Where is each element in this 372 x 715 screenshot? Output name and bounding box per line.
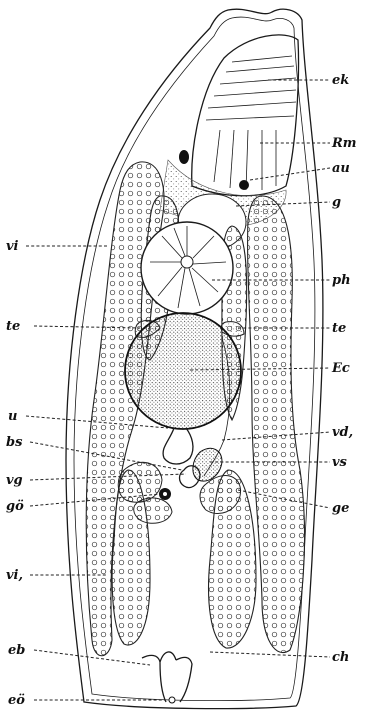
- label-vd: vd,: [332, 425, 353, 440]
- label-bs: bs: [6, 435, 23, 450]
- seminal-vesicle: [193, 448, 222, 481]
- label-go: gö: [6, 499, 24, 514]
- label-Rm: Rm: [331, 136, 357, 151]
- pharynx: [141, 222, 233, 314]
- excretory-pore: [169, 697, 175, 703]
- eye-spot-left: [179, 150, 189, 164]
- label-vi-lower: vi,: [6, 568, 23, 583]
- label-eo: eö: [8, 693, 25, 708]
- label-te-left: te: [6, 319, 20, 334]
- label-vs: vs: [332, 455, 348, 470]
- label-ch: ch: [332, 650, 349, 665]
- label-vg: vg: [6, 473, 23, 488]
- rhabdite-organ: [192, 35, 299, 196]
- label-u: u: [8, 409, 17, 424]
- label-ek: ek: [332, 73, 349, 88]
- uterus: [163, 428, 193, 464]
- label-ph: ph: [332, 273, 351, 288]
- label-g: g: [332, 195, 341, 210]
- label-Ec: Ec: [331, 361, 350, 376]
- label-te-right: te: [332, 321, 346, 336]
- eye-spot-right: [239, 180, 249, 190]
- label-vi-upper: vi: [6, 239, 19, 254]
- label-eb: eb: [8, 643, 25, 658]
- egg-capsule: [125, 313, 241, 429]
- label-au: au: [332, 161, 350, 176]
- excretory-bladder: [142, 652, 192, 702]
- label-ge: ge: [332, 501, 349, 516]
